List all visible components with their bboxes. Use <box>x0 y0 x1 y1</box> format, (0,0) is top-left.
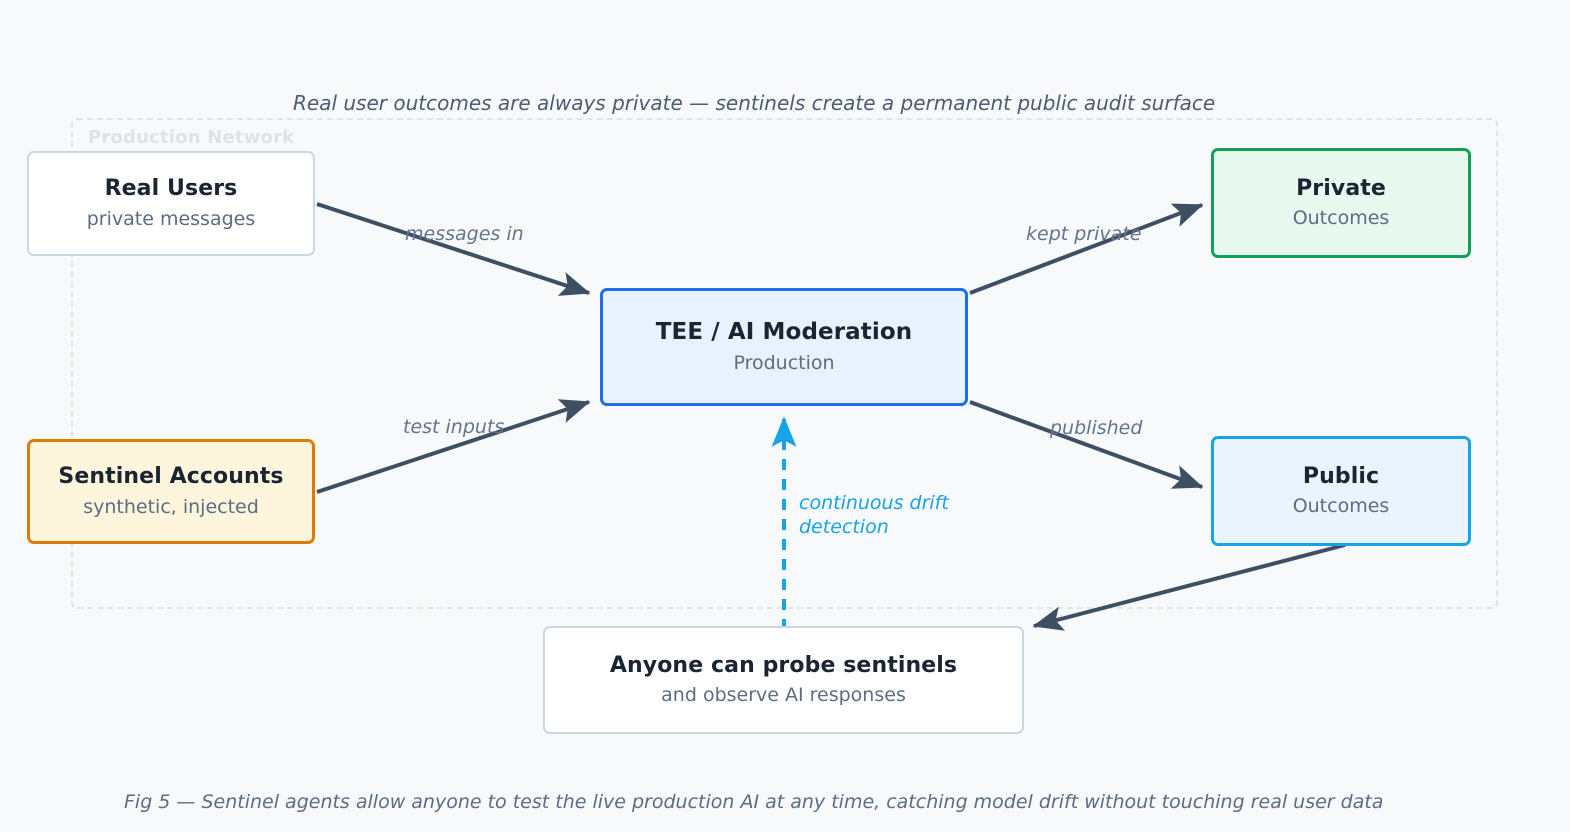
node-real-users-subtitle: private messages <box>86 207 256 230</box>
drift-label-line-2: detection <box>799 515 889 538</box>
edge-label-drift-detection: continuous drift detection <box>799 492 969 540</box>
edge-label-published: published <box>1050 417 1143 439</box>
edge-label-messages-in: messages in <box>405 223 524 245</box>
node-real-users-title: Real Users <box>104 176 238 202</box>
node-real-users[interactable]: Real Users private messages <box>27 151 315 256</box>
node-sentinel-accounts-title: Sentinel Accounts <box>58 464 284 490</box>
edge-label-test-inputs: test inputs <box>403 416 505 438</box>
drift-label-line-1: continuous drift <box>799 492 949 514</box>
node-probe-title: Anyone can probe sentinels <box>609 652 958 678</box>
edge-label-kept-private: kept private <box>1026 223 1142 245</box>
node-tee-subtitle: Production <box>733 351 835 374</box>
node-private-subtitle: Outcomes <box>1292 207 1390 230</box>
node-public-outcomes[interactable]: Public Outcomes <box>1211 436 1471 546</box>
banner-text: Real user outcomes are always private — … <box>293 91 1216 115</box>
node-tee-ai-moderation[interactable]: TEE / AI Moderation Production <box>600 288 968 406</box>
production-network-label: Production Network <box>88 127 295 148</box>
node-public-title: Public <box>1302 463 1380 489</box>
figure-caption: Fig 5 — Sentinel agents allow anyone to … <box>124 791 1384 813</box>
node-anyone-can-probe[interactable]: Anyone can probe sentinels and observe A… <box>543 626 1024 734</box>
node-tee-title: TEE / AI Moderation <box>655 319 913 346</box>
node-private-title: Private <box>1296 175 1386 201</box>
node-public-subtitle: Outcomes <box>1292 495 1390 518</box>
node-sentinel-accounts[interactable]: Sentinel Accounts synthetic, injected <box>27 439 315 544</box>
node-private-outcomes[interactable]: Private Outcomes <box>1211 148 1471 258</box>
node-probe-subtitle: and observe AI responses <box>661 684 906 707</box>
node-sentinel-accounts-subtitle: synthetic, injected <box>83 495 259 518</box>
